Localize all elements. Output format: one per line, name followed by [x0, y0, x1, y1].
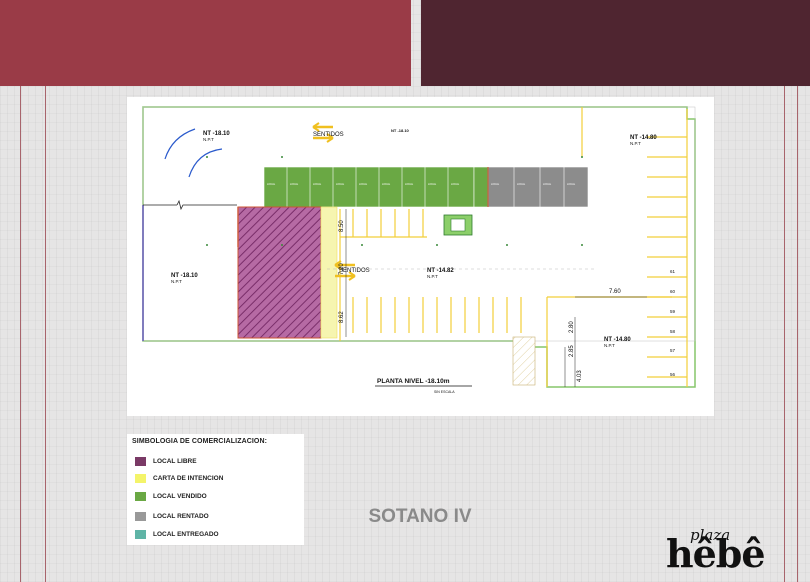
svg-text:LOCAL: LOCAL: [451, 183, 460, 186]
floor-plan: LOCAL LOCAL LOCAL LOCAL LOCAL LOCAL LOCAL LOC…: [127, 97, 714, 416]
decor-line: [784, 0, 785, 582]
parking-number: 61: [670, 269, 676, 274]
level-center: NT -14.82: [427, 268, 454, 274]
logo-small-text: plaza: [690, 526, 731, 544]
plan-caption: PLANTA NIVEL -18.10m SIN ESCALA: [375, 378, 472, 394]
parking-number: 60: [670, 289, 676, 294]
legend-swatch: [135, 512, 146, 521]
legend-label: LOCAL ENTREGADO: [153, 531, 219, 538]
decor-line: [20, 0, 21, 582]
svg-text:SIN ESCALA: SIN ESCALA: [434, 390, 455, 394]
floor-plan-drawing: LOCAL LOCAL LOCAL LOCAL LOCAL LOCAL LOCAL LOC…: [142, 106, 696, 394]
parking-number: 58: [670, 329, 676, 334]
decor-line: [45, 0, 46, 582]
svg-text:LOCAL: LOCAL: [567, 183, 576, 186]
legend-label: LOCAL LIBRE: [153, 458, 197, 465]
level-mid-left: NT -18.10: [171, 273, 198, 279]
dimension-label: 8.50: [339, 220, 345, 232]
level-top-center: NT -18.10: [391, 128, 410, 133]
direction-label: SENTIDOS: [313, 132, 344, 138]
legend: SIMBOLOGIA DE COMERCIALIZACION: LOCAL LI…: [127, 434, 304, 545]
svg-text:N.P.T: N.P.T: [171, 279, 182, 284]
svg-text:LOCAL: LOCAL: [517, 183, 526, 186]
svg-text:LOCAL: LOCAL: [336, 183, 345, 186]
parking-number: 57: [670, 348, 676, 353]
svg-text:LOCAL: LOCAL: [428, 183, 437, 186]
legend-label: LOCAL VENDIDO: [153, 493, 207, 500]
decor-line: [797, 0, 798, 582]
legend-swatch: [135, 492, 146, 501]
svg-text:N.P.T: N.P.T: [203, 137, 214, 142]
dimension-label: 4.03: [577, 370, 583, 382]
svg-text:LOCAL: LOCAL: [382, 183, 391, 186]
svg-text:LOCAL: LOCAL: [267, 183, 276, 186]
header-band-right: [421, 0, 810, 86]
level-top-left: NT -18.10: [203, 131, 230, 137]
parking-number: 56: [670, 372, 676, 377]
svg-text:N.P.T: N.P.T: [427, 274, 438, 279]
legend-label: LOCAL RENTADO: [153, 513, 209, 520]
legend-label: CARTA DE INTENCION: [153, 475, 224, 482]
legend-swatch: [135, 474, 146, 483]
svg-text:LOCAL: LOCAL: [359, 183, 368, 186]
legend-swatch: [135, 530, 146, 539]
logo: hêbê: [666, 531, 766, 576]
svg-text:LOCAL: LOCAL: [290, 183, 299, 186]
svg-text:LOCAL: LOCAL: [491, 183, 500, 186]
legend-title: SIMBOLOGIA DE COMERCIALIZACION:: [132, 438, 268, 445]
header-band-left: [0, 0, 411, 86]
dimension-label: 8.62: [339, 311, 345, 323]
stores-rented: [487, 166, 589, 208]
dimension-label: 7.20: [339, 263, 345, 275]
dimension-label: 2.85: [569, 345, 575, 357]
svg-text:N.P.T: N.P.T: [604, 343, 615, 348]
stores-sold: [263, 166, 489, 208]
dimension-label: 7.60: [609, 289, 621, 295]
svg-text:LOCAL: LOCAL: [313, 183, 322, 186]
svg-text:PLANTA NIVEL -18.10m: PLANTA NIVEL -18.10m: [377, 378, 450, 385]
direction-label: SENTIDOS: [339, 268, 370, 274]
level-bottom-right: NT -14.80: [604, 337, 631, 343]
section-title: SOTANO IV: [368, 506, 472, 527]
svg-text:LOCAL: LOCAL: [405, 183, 414, 186]
parking-number: 59: [670, 309, 676, 314]
dimension-label: 2.80: [569, 321, 575, 333]
svg-text:LOCAL: LOCAL: [543, 183, 552, 186]
svg-text:N.P.T: N.P.T: [630, 141, 641, 146]
legend-swatch: [135, 457, 146, 466]
level-top-right: NT -14.80: [630, 135, 657, 141]
flow-arrows: [164, 122, 356, 281]
